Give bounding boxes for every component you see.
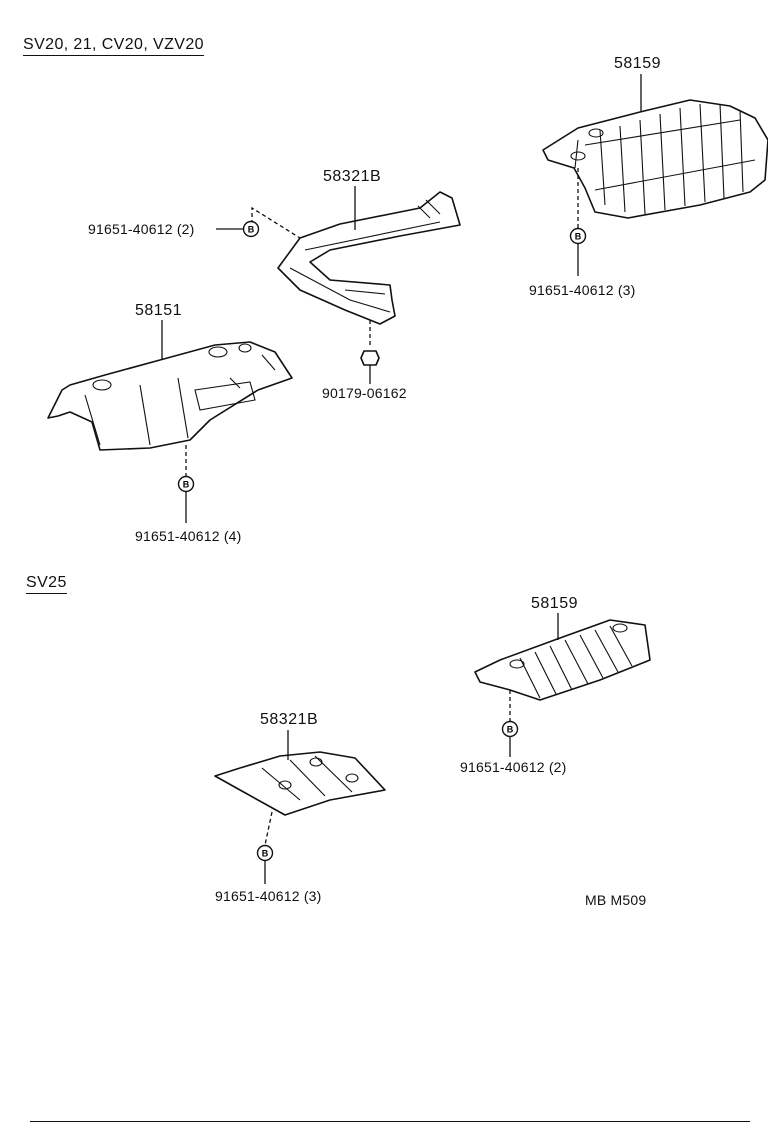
part-number-58159-lower: 58159 <box>531 595 578 612</box>
bottom-rule <box>30 1121 750 1122</box>
part-number-58321b-lower: 58321B <box>260 711 319 728</box>
bolt-symbol-text: B <box>183 480 190 490</box>
dash-bolt-lower-left <box>264 811 273 846</box>
section-title-lower: SV25 <box>26 574 67 594</box>
bolt-symbol-text: B <box>248 225 255 235</box>
part-number-58151: 58151 <box>135 302 182 319</box>
part-number-58159-upper: 58159 <box>614 55 661 72</box>
fastener-label-lower-right: 91651-40612 (2) <box>460 759 567 775</box>
fastener-label-upper-right: 91651-40612 (3) <box>529 282 636 298</box>
fastener-label-lower-left: 91651-40612 (3) <box>215 888 322 904</box>
nut-symbol-upper <box>360 350 380 366</box>
bolt-symbol-text: B <box>575 232 582 242</box>
bolt-symbol-upper-right: B <box>569 227 587 245</box>
bolt-symbol-lower-left: B <box>256 844 274 862</box>
heat-insulator-58159-upper <box>542 99 768 219</box>
bolt-symbol-text: B <box>507 725 514 735</box>
fastener-label-58151: 91651-40612 (4) <box>135 528 242 544</box>
fastener-label-nut-upper: 90179-06162 <box>322 385 407 401</box>
bolt-symbol-text: B <box>262 849 269 859</box>
section-title-upper: SV20, 21, CV20, VZV20 <box>23 36 204 56</box>
heat-insulator-58159-lower <box>474 619 651 701</box>
bolt-symbol-lower-right: B <box>501 720 519 738</box>
bolt-symbol-upper-left: B <box>242 220 260 238</box>
figure-code: MB M509 <box>585 892 647 908</box>
heat-insulator-58321b-upper <box>277 191 461 325</box>
part-number-58321b-upper: 58321B <box>323 168 382 185</box>
fastener-label-upper-left: 91651-40612 (2) <box>88 221 195 237</box>
heat-insulator-58321b-lower <box>214 751 386 816</box>
bolt-symbol-58151: B <box>177 475 195 493</box>
dash-bolt-upper-left <box>251 206 301 239</box>
heat-insulator-58151 <box>47 341 293 451</box>
